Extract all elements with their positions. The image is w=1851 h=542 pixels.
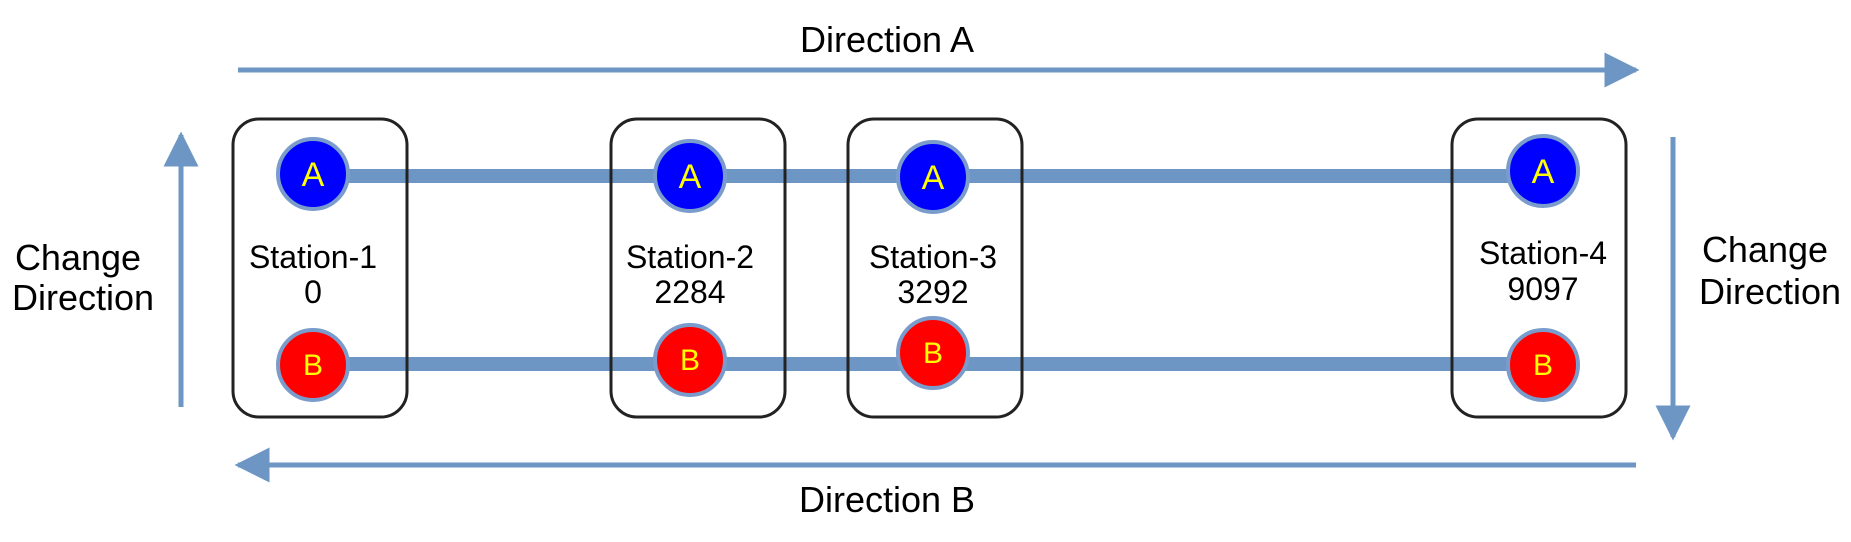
station-1-node-a bbox=[276, 137, 350, 211]
station-1: A B Station-10 bbox=[231, 117, 409, 419]
station-3-node-a-label: A bbox=[922, 159, 945, 197]
station-4-node-a bbox=[1506, 134, 1580, 208]
station-4-node-b-label: B bbox=[1533, 349, 1553, 382]
station-4-node-b bbox=[1506, 328, 1580, 402]
station-2-node-a bbox=[653, 139, 727, 213]
station-4-value: 9097 bbox=[1507, 271, 1578, 307]
station-4-node-a-label: A bbox=[1532, 153, 1555, 191]
station-1-node-b-label: B bbox=[303, 349, 323, 382]
station-4-box bbox=[1450, 117, 1628, 419]
station-1-name: Station-1 bbox=[249, 239, 377, 275]
station-3-box bbox=[846, 117, 1024, 419]
station-2-value: 2284 bbox=[654, 274, 725, 310]
station-1-node-a-label: A bbox=[302, 156, 325, 194]
direction-b-label: Direction B bbox=[799, 479, 975, 520]
direction-a-label: Direction A bbox=[800, 19, 974, 60]
station-1-box bbox=[231, 117, 409, 419]
station-2-node-b bbox=[653, 323, 727, 397]
station-1-value: 0 bbox=[304, 274, 322, 310]
station-2-node-b-label: B bbox=[680, 344, 700, 377]
change-direction-right-label: Change Direction bbox=[1699, 229, 1841, 312]
station-2-name: Station-2 bbox=[626, 239, 754, 275]
station-2-node-a-label: A bbox=[679, 158, 702, 196]
station-1-node-b bbox=[276, 328, 350, 402]
station-3-value: 3292 bbox=[897, 274, 968, 310]
station-4-name: Station-4 bbox=[1479, 235, 1607, 271]
station-3-node-b-label: B bbox=[923, 337, 943, 370]
station-3-node-a bbox=[896, 140, 970, 214]
station-3-name: Station-3 bbox=[869, 239, 997, 275]
station-3-node-b bbox=[896, 316, 970, 390]
change-direction-left-label: Change Direction bbox=[12, 237, 154, 318]
station-2-box bbox=[609, 117, 787, 419]
